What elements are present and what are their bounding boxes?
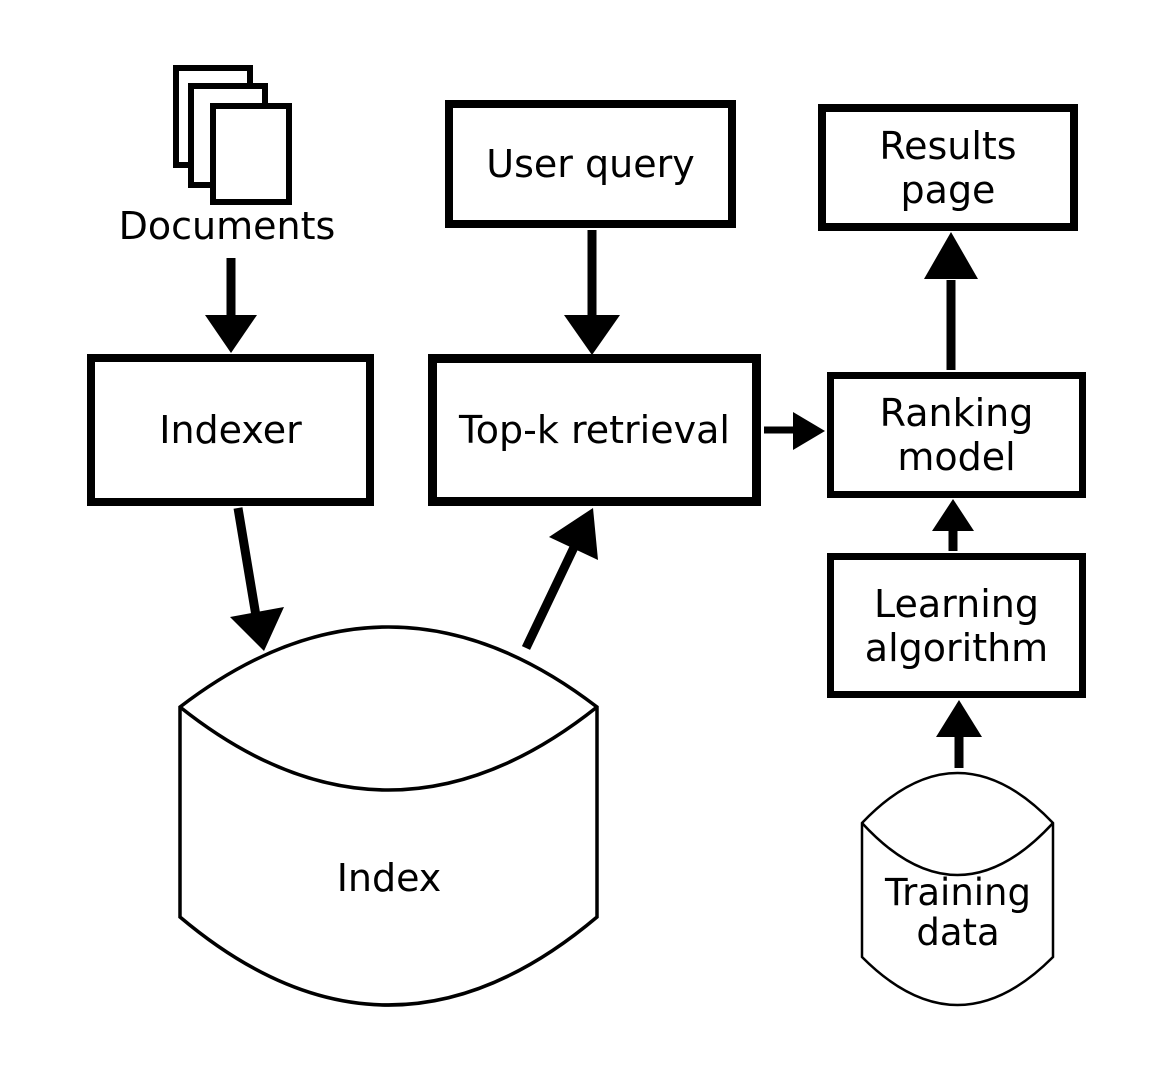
arrow-ranking-model-to-results-page: [924, 232, 978, 370]
index-datastore-shape: [178, 625, 599, 1007]
arrow-index-to-top-k: [521, 508, 598, 650]
node-ranking-model: Ranking model: [827, 372, 1086, 498]
arrow-head: [936, 700, 982, 737]
node-indexer-label: Indexer: [159, 408, 302, 452]
node-user-query: User query: [445, 100, 736, 228]
arrow-head: [924, 232, 978, 279]
arrow-head: [793, 412, 825, 450]
index-datastore-body: [178, 625, 599, 1007]
arrow-head: [549, 508, 598, 560]
document-page-front: [210, 103, 292, 205]
arrow-head: [564, 315, 620, 355]
arrow-shaft: [521, 539, 582, 650]
node-top-k-retrieval: Top-k retrieval: [428, 354, 761, 506]
node-index-label: Index: [336, 856, 442, 900]
node-learning-algorithm: Learning algorithm: [827, 553, 1086, 698]
arrow-head: [932, 499, 974, 531]
index-datastore-top-arc: [178, 705, 599, 792]
training-data-datastore-top-arc: [861, 822, 1054, 877]
node-results-page-label: Results page: [879, 123, 1017, 212]
node-results-page: Results page: [818, 104, 1078, 231]
arrow-documents-to-indexer: [205, 258, 257, 353]
arrow-head: [205, 315, 257, 353]
arrow-shaft: [233, 507, 261, 617]
node-documents-label: Documents: [118, 204, 336, 248]
arrow-indexer-to-index: [230, 507, 284, 651]
documents-icon: [173, 65, 292, 205]
arrow-training-data-to-learning: [936, 700, 982, 768]
arrow-head: [230, 607, 284, 651]
node-indexer: Indexer: [87, 354, 374, 506]
node-user-query-label: User query: [486, 142, 695, 186]
node-learning-algorithm-label: Learning algorithm: [864, 581, 1049, 670]
node-training-data-label: Training data: [885, 871, 1031, 954]
node-ranking-model-label: Ranking model: [879, 391, 1034, 479]
arrow-user-query-to-top-k: [564, 230, 620, 355]
training-data-datastore-shape: [860, 771, 1055, 1007]
node-top-k-retrieval-label: Top-k retrieval: [459, 408, 730, 452]
arrow-top-k-to-ranking-model: [764, 412, 825, 450]
arrow-learning-to-ranking-model: [932, 499, 974, 551]
